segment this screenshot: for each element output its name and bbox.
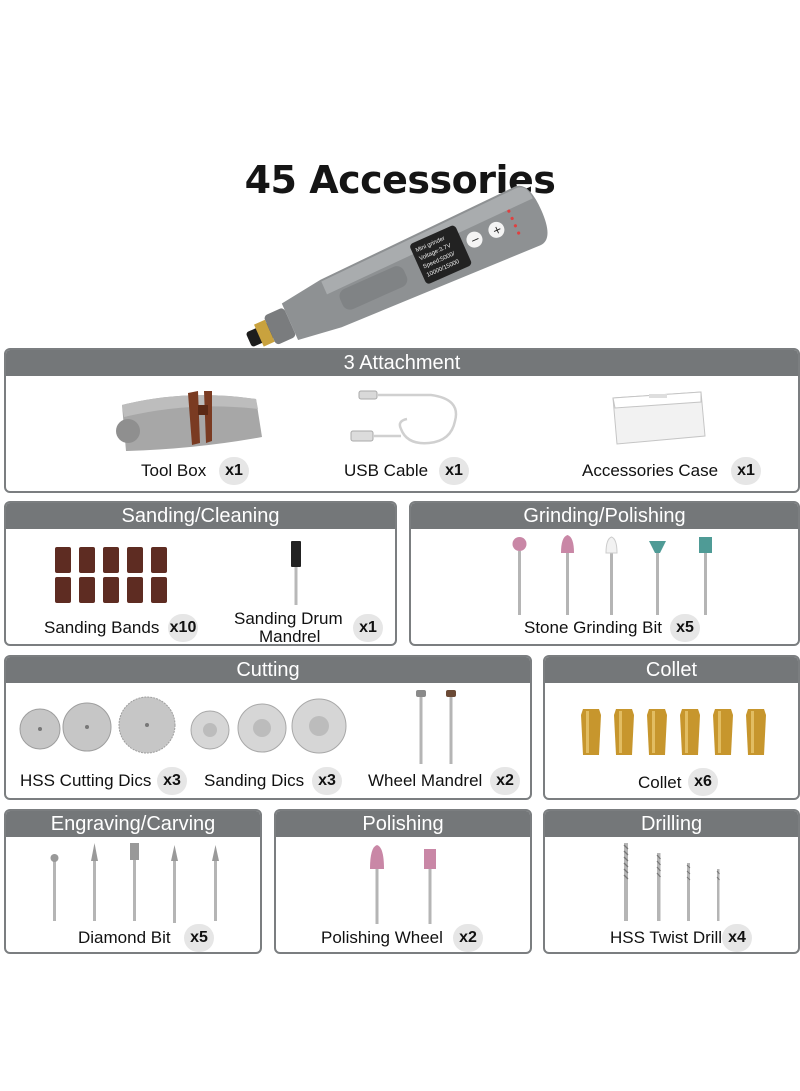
polishing-header: Polishing <box>276 811 530 837</box>
attachment-section: 3 Attachment Tool Box x1 USB Cable x1 Ac… <box>4 348 800 493</box>
sanding-drum-label-2: Mandrel <box>259 627 321 646</box>
sanding-bands-label: Sanding Bands <box>44 618 160 637</box>
grinding-section: Grinding/Polishing Stone Grinding Bit x5 <box>409 501 800 646</box>
tool-box-image <box>116 391 262 451</box>
attachment-header: 3 Attachment <box>6 350 798 376</box>
cutting-section: Cutting HSS Cutting Dics x3 Sanding Dics… <box>4 655 532 800</box>
collet-label: Collet <box>638 773 682 792</box>
collet-header: Collet <box>545 657 798 683</box>
drilling-header: Drilling <box>545 811 798 837</box>
usb-cable-label: USB Cable <box>344 461 429 480</box>
wheel-mandrel-qty: x2 <box>490 767 520 795</box>
stone-grinding-bits-image <box>512 535 712 615</box>
page-title: 45 Accessories <box>244 158 556 202</box>
wheel-mandrel-image <box>416 690 456 764</box>
hss-twist-drills-image <box>623 843 720 921</box>
sanding-dics-qty: x3 <box>312 767 342 795</box>
accessories-case-qty: x1 <box>731 457 761 485</box>
tool-box-label: Tool Box <box>141 461 207 480</box>
hss-twist-drill-qty: x4 <box>722 924 752 952</box>
grinding-header: Grinding/Polishing <box>411 503 798 529</box>
usb-cable-image <box>350 390 458 445</box>
tool-box-qty: x1 <box>219 457 249 485</box>
cutting-header: Cutting <box>6 657 530 683</box>
usb-cable-qty: x1 <box>439 457 469 485</box>
sanding-header: Sanding/Cleaning <box>6 503 395 529</box>
sanding-drum-qty: x1 <box>353 614 383 642</box>
sanding-dics-label: Sanding Dics <box>204 771 305 790</box>
engraving-header: Engraving/Carving <box>6 811 260 837</box>
sanding-drum-label-1: Sanding Drum <box>234 609 343 628</box>
sanding-bands-qty: x10 <box>168 614 198 642</box>
hss-cutting-dics-qty: x3 <box>157 767 187 795</box>
sanding-discs-image <box>190 698 347 754</box>
collets-image <box>581 709 766 755</box>
tool-plus-button <box>488 221 505 238</box>
accessories-case-label: Accessories Case <box>582 461 719 480</box>
stone-grinding-bit-label: Stone Grinding Bit <box>524 618 662 637</box>
polishing-wheel-label: Polishing Wheel <box>321 928 443 947</box>
hss-cutting-dics-label: HSS Cutting Dics <box>20 771 152 790</box>
stone-grinding-bit-qty: x5 <box>670 614 700 642</box>
polishing-section: Polishing Polishing Wheel x2 <box>274 809 532 954</box>
polishing-wheels-image <box>370 845 436 924</box>
diamond-bit-qty: x5 <box>184 924 214 952</box>
hss-cutting-discs-image <box>19 696 176 754</box>
collet-qty: x6 <box>688 768 718 796</box>
tool-minus-button <box>466 231 483 248</box>
accessories-case-image <box>612 391 706 445</box>
sanding-bands-image <box>55 547 167 603</box>
rotary-tool-image: Mini grinder Voltage:3.7V Speed:5000/ 10… <box>246 185 548 347</box>
engraving-section: Engraving/Carving Diamond Bit x5 <box>4 809 262 954</box>
sanding-drum-mandrel-image <box>291 541 301 605</box>
diamond-bits-image <box>50 843 219 923</box>
diamond-bit-label: Diamond Bit <box>78 928 171 947</box>
drilling-section: Drilling HSS Twist Drill x4 <box>543 809 800 954</box>
polishing-wheel-qty: x2 <box>453 924 483 952</box>
collet-section: Collet Collet x6 <box>543 655 800 800</box>
sanding-section: Sanding/Cleaning Sanding Bands x10 Sandi… <box>4 501 397 646</box>
hss-twist-drill-label: HSS Twist Drill <box>610 928 723 947</box>
wheel-mandrel-label: Wheel Mandrel <box>368 771 483 790</box>
